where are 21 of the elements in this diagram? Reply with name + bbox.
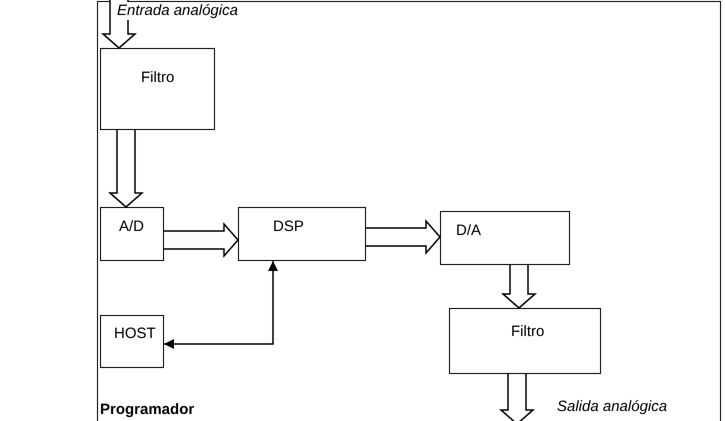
hollow-arrow bbox=[499, 373, 535, 421]
box-label: DSP bbox=[273, 218, 304, 236]
hollow-arrow bbox=[108, 129, 144, 208]
hollow-arrow bbox=[501, 264, 537, 309]
process-box bbox=[100, 207, 164, 261]
hollow-arrow bbox=[163, 222, 239, 258]
block-caption: Programador bbox=[100, 401, 194, 419]
edge-label: Entrada analógica bbox=[117, 2, 238, 20]
process-box bbox=[100, 315, 164, 368]
box-label: A/D bbox=[119, 218, 144, 236]
edge-label: Salida analógica bbox=[557, 398, 668, 416]
process-box bbox=[100, 48, 215, 130]
box-label: D/A bbox=[456, 222, 482, 240]
process-box bbox=[238, 207, 366, 261]
process-box bbox=[440, 211, 570, 265]
box-label: Filtro bbox=[141, 69, 174, 87]
box-label: Filtro bbox=[511, 323, 544, 341]
box-label: HOST bbox=[114, 325, 156, 343]
hollow-arrow bbox=[365, 219, 441, 255]
process-box bbox=[449, 308, 601, 374]
arrow bbox=[164, 261, 278, 349]
